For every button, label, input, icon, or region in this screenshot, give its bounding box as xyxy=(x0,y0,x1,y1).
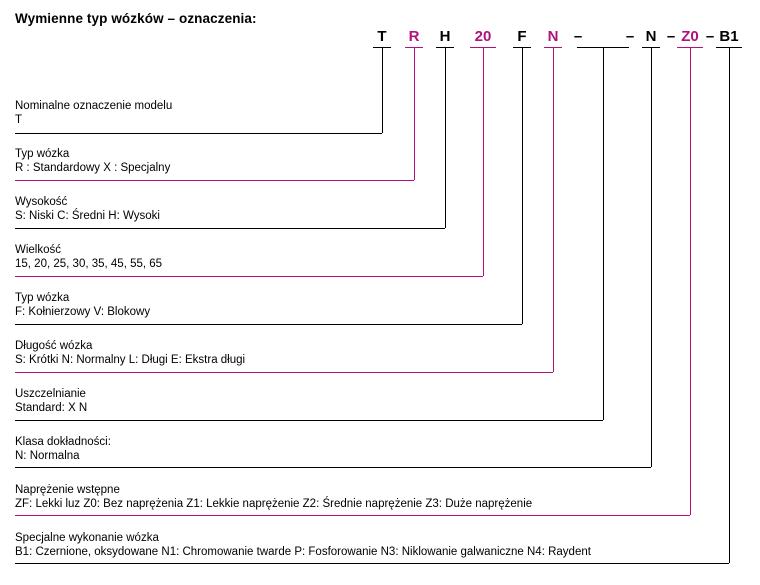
description-klasa-dokladnosci: Klasa dokładności: N: Normalna xyxy=(15,435,111,463)
description-title-uszczelnianie: Uszczelnianie xyxy=(15,388,86,400)
code-token-T: T xyxy=(377,28,387,45)
leader-vertical-wielkosc xyxy=(483,47,484,276)
leader-vertical-nominalne-oznaczenie-modelu xyxy=(382,47,383,133)
leader-vertical-typ-wozka-standard xyxy=(414,47,415,180)
description-body-wielkosc: 15, 20, 25, 30, 35, 45, 55, 65 xyxy=(15,258,163,270)
description-body-uszczelnianie: Standard: X N xyxy=(15,402,88,414)
code-separator-3: – xyxy=(705,28,715,45)
leader-rule-typ-wozka-standard xyxy=(15,180,414,181)
code-token-20: 20 xyxy=(474,28,492,45)
description-title-typ-wozka-standard: Typ wózka xyxy=(15,148,70,160)
code-separator-2: – xyxy=(666,28,676,45)
code-token-N: N xyxy=(645,28,657,45)
code-token-Z0: Z0 xyxy=(681,28,699,45)
code-separator-1: – xyxy=(625,28,635,45)
leader-rule-klasa-dokladnosci xyxy=(15,467,651,468)
description-title-naprezenie-wstepne: Naprężenie wstępne xyxy=(15,484,120,496)
leader-vertical-uszczelnianie xyxy=(603,47,604,420)
description-wysokosc: Wysokość S: Niski C: Średni H: Wysoki xyxy=(15,195,160,223)
leader-rule-nominalne-oznaczenie-modelu xyxy=(15,133,382,134)
description-title-wielkosc: Wielkość xyxy=(15,244,62,256)
description-wielkosc: Wielkość 15, 20, 25, 30, 35, 45, 55, 65 xyxy=(15,243,162,271)
code-token-R: R xyxy=(408,28,420,45)
description-title-klasa-dokladnosci: Klasa dokładności: xyxy=(15,436,111,448)
code-token-H: H xyxy=(439,28,451,45)
description-title-dlugosc-wozka: Długość wózka xyxy=(15,340,93,352)
leader-vertical-klasa-dokladnosci xyxy=(651,47,652,467)
description-body-typ-wozka-standard: R : Standardowy X : Specjalny xyxy=(15,162,171,174)
page-title: Wymienne typ wózków – oznaczenia: xyxy=(15,11,257,26)
description-title-nominalne-oznaczenie-modelu: Nominalne oznaczenie modelu xyxy=(15,100,173,112)
description-body-specjalne-wykonanie-wozka: B1: Czernione, oksydowane N1: Chromowani… xyxy=(15,546,591,558)
leader-vertical-naprezenie-wstepne xyxy=(690,47,691,515)
description-dlugosc-wozka: Długość wózka S: Krótki N: Normalny L: Dł… xyxy=(15,339,245,367)
leader-vertical-wysokosc xyxy=(445,47,446,228)
code-separator-0: – xyxy=(573,28,583,45)
description-body-klasa-dokladnosci: N: Normalna xyxy=(15,450,80,462)
leader-rule-typ-wozka-kolnierz xyxy=(15,324,522,325)
code-token-F: F xyxy=(517,28,527,45)
leader-rule-naprezenie-wstepne xyxy=(15,515,690,516)
description-title-typ-wozka-kolnierz: Typ wózka xyxy=(15,292,70,304)
leader-rule-wysokosc xyxy=(15,228,445,229)
leader-vertical-typ-wozka-kolnierz xyxy=(522,47,523,324)
description-body-dlugosc-wozka: S: Krótki N: Normalny L: Długi E: Ekstra… xyxy=(15,354,246,366)
description-typ-wozka-kolnierz: Typ wózka F: Kołnierzowy V: Blokowy xyxy=(15,291,150,319)
description-body-wysokosc: S: Niski C: Średni H: Wysoki xyxy=(15,210,160,222)
description-title-specjalne-wykonanie-wozka: Specjalne wykonanie wózka xyxy=(15,532,159,544)
code-token-B1: B1 xyxy=(719,28,739,45)
leader-rule-wielkosc xyxy=(15,276,483,277)
leader-vertical-dlugosc-wozka xyxy=(553,47,554,372)
leader-vertical-specjalne-wykonanie-wozka xyxy=(729,47,730,563)
description-body-naprezenie-wstepne: ZF: Lekki luz Z0: Bez naprężenia Z1: Lek… xyxy=(15,498,533,510)
description-title-wysokosc: Wysokość xyxy=(15,196,68,208)
leader-rule-dlugosc-wozka xyxy=(15,372,553,373)
description-body-typ-wozka-kolnierz: F: Kołnierzowy V: Blokowy xyxy=(15,306,151,318)
leader-rule-specjalne-wykonanie-wozka xyxy=(15,563,729,564)
description-typ-wozka-standard: Typ wózka R : Standardowy X : Specjalny xyxy=(15,147,170,175)
leader-rule-uszczelnianie xyxy=(15,420,603,421)
code-token-N: N xyxy=(547,28,559,45)
description-body-nominalne-oznaczenie-modelu: T xyxy=(15,114,23,126)
